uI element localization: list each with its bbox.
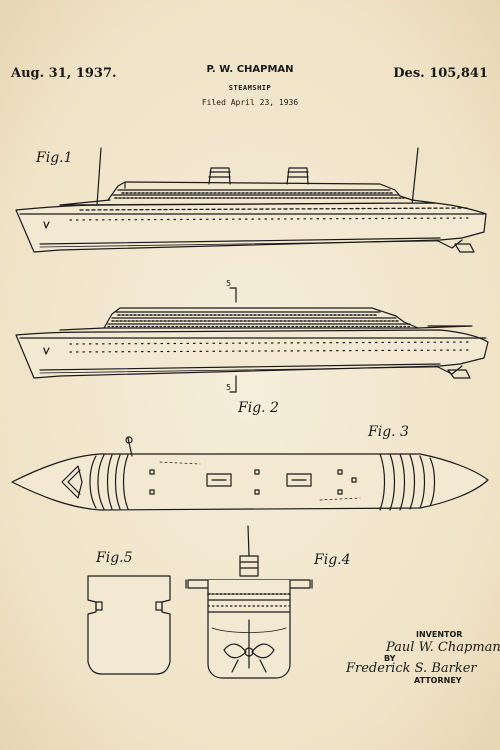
- fig5-cross-section: [87, 575, 171, 675]
- inventor-name: P. W. CHAPMAN: [206, 64, 294, 75]
- fig1-label: Fig.1: [35, 150, 73, 166]
- section-mark-top: 5: [226, 279, 231, 288]
- attorney-label: ATTORNEY: [414, 676, 462, 685]
- fig2-label: Fig. 2: [237, 400, 279, 416]
- fig5-label: Fig.5: [95, 550, 133, 566]
- fig2-ship-side-view: [15, 287, 489, 393]
- patent-date: Aug. 31, 1937.: [11, 66, 117, 81]
- inventor-label: INVENTOR: [416, 630, 463, 639]
- by-label: BY: [384, 654, 396, 663]
- patent-number: Des. 105,841: [393, 66, 488, 81]
- fig1-ship-side-view: [15, 147, 487, 253]
- fig3-label: Fig. 3: [367, 424, 409, 440]
- inventor-signature: Paul W. Chapman: [385, 640, 500, 655]
- section-mark-bottom: 5: [226, 383, 231, 392]
- fig3-ship-plan-view: [11, 436, 489, 511]
- fig4-label: Fig.4: [313, 552, 351, 568]
- fig4-stern-view: [185, 525, 313, 679]
- patent-subject: STEAMSHIP: [228, 84, 272, 92]
- filing-date: Filed April 23, 1936: [201, 98, 299, 107]
- attorney-signature: Frederick S. Barker: [345, 661, 477, 676]
